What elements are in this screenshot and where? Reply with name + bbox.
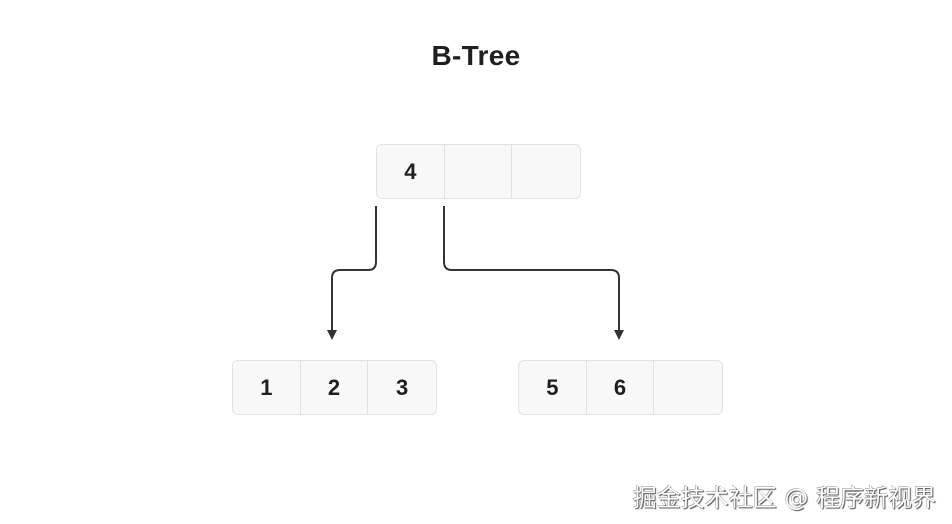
- left-child-node: 1 2 3: [232, 360, 437, 415]
- root-key-1: 4: [377, 145, 445, 198]
- root-node: 4: [376, 144, 581, 199]
- right-key-3: [654, 361, 722, 414]
- edge-root-to-left: [327, 206, 377, 340]
- diagram-title: B-Tree: [431, 40, 521, 71]
- root-key-3: [512, 145, 580, 198]
- left-key-2: 2: [301, 361, 369, 414]
- root-key-2: [445, 145, 513, 198]
- right-key-1: 5: [519, 361, 587, 414]
- edge-root-to-right: [443, 206, 624, 340]
- left-key-1: 1: [233, 361, 301, 414]
- right-key-2: 6: [587, 361, 655, 414]
- right-child-node: 5 6: [518, 360, 723, 415]
- watermark: 掘金技术社区 @ 程序新视界: [632, 484, 936, 512]
- left-key-3: 3: [396, 374, 409, 400]
